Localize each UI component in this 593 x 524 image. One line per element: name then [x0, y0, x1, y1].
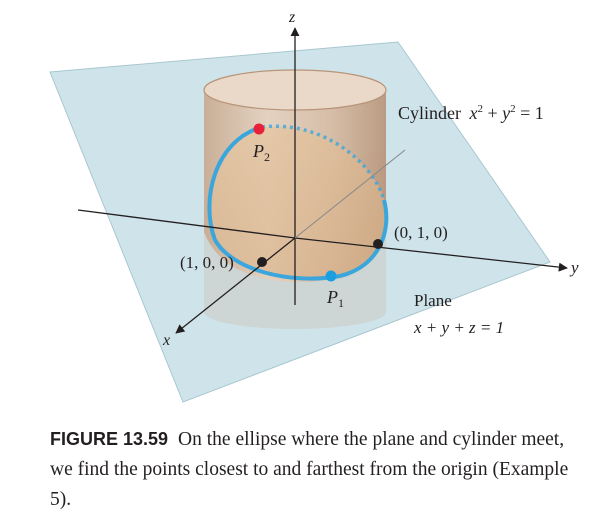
diagram: z y x Cylinder x2 + y2 = 1 P2 P1 (0, 1, …	[49, 9, 579, 403]
point-010-dot	[373, 239, 383, 249]
p1-point	[325, 270, 337, 282]
x-axis-front	[175, 237, 296, 334]
p2-label: P2	[252, 141, 270, 164]
x-axis-label: x	[162, 332, 170, 349]
point-100-label: (1, 0, 0)	[180, 253, 234, 272]
intersection-region	[209, 126, 387, 279]
p2-point	[253, 123, 265, 135]
p1-label: P1	[326, 287, 344, 310]
x-axis-back	[294, 149, 406, 239]
point-010-label: (0, 1, 0)	[394, 223, 448, 242]
caption-text: On the ellipse where the plane and cylin…	[50, 429, 569, 510]
y-axis-front	[294, 237, 568, 272]
figure-label: FIGURE 13.59	[50, 429, 169, 449]
y-axis-label: y	[569, 258, 579, 277]
plane-label: Plane	[414, 291, 452, 310]
plane-equation: x + y + z = 1	[413, 318, 504, 337]
cylinder-label: Cylinder x2 + y2 = 1	[398, 103, 544, 123]
y-axis-back	[77, 209, 296, 239]
point-100-dot	[257, 257, 267, 267]
z-axis-label: z	[288, 9, 296, 26]
